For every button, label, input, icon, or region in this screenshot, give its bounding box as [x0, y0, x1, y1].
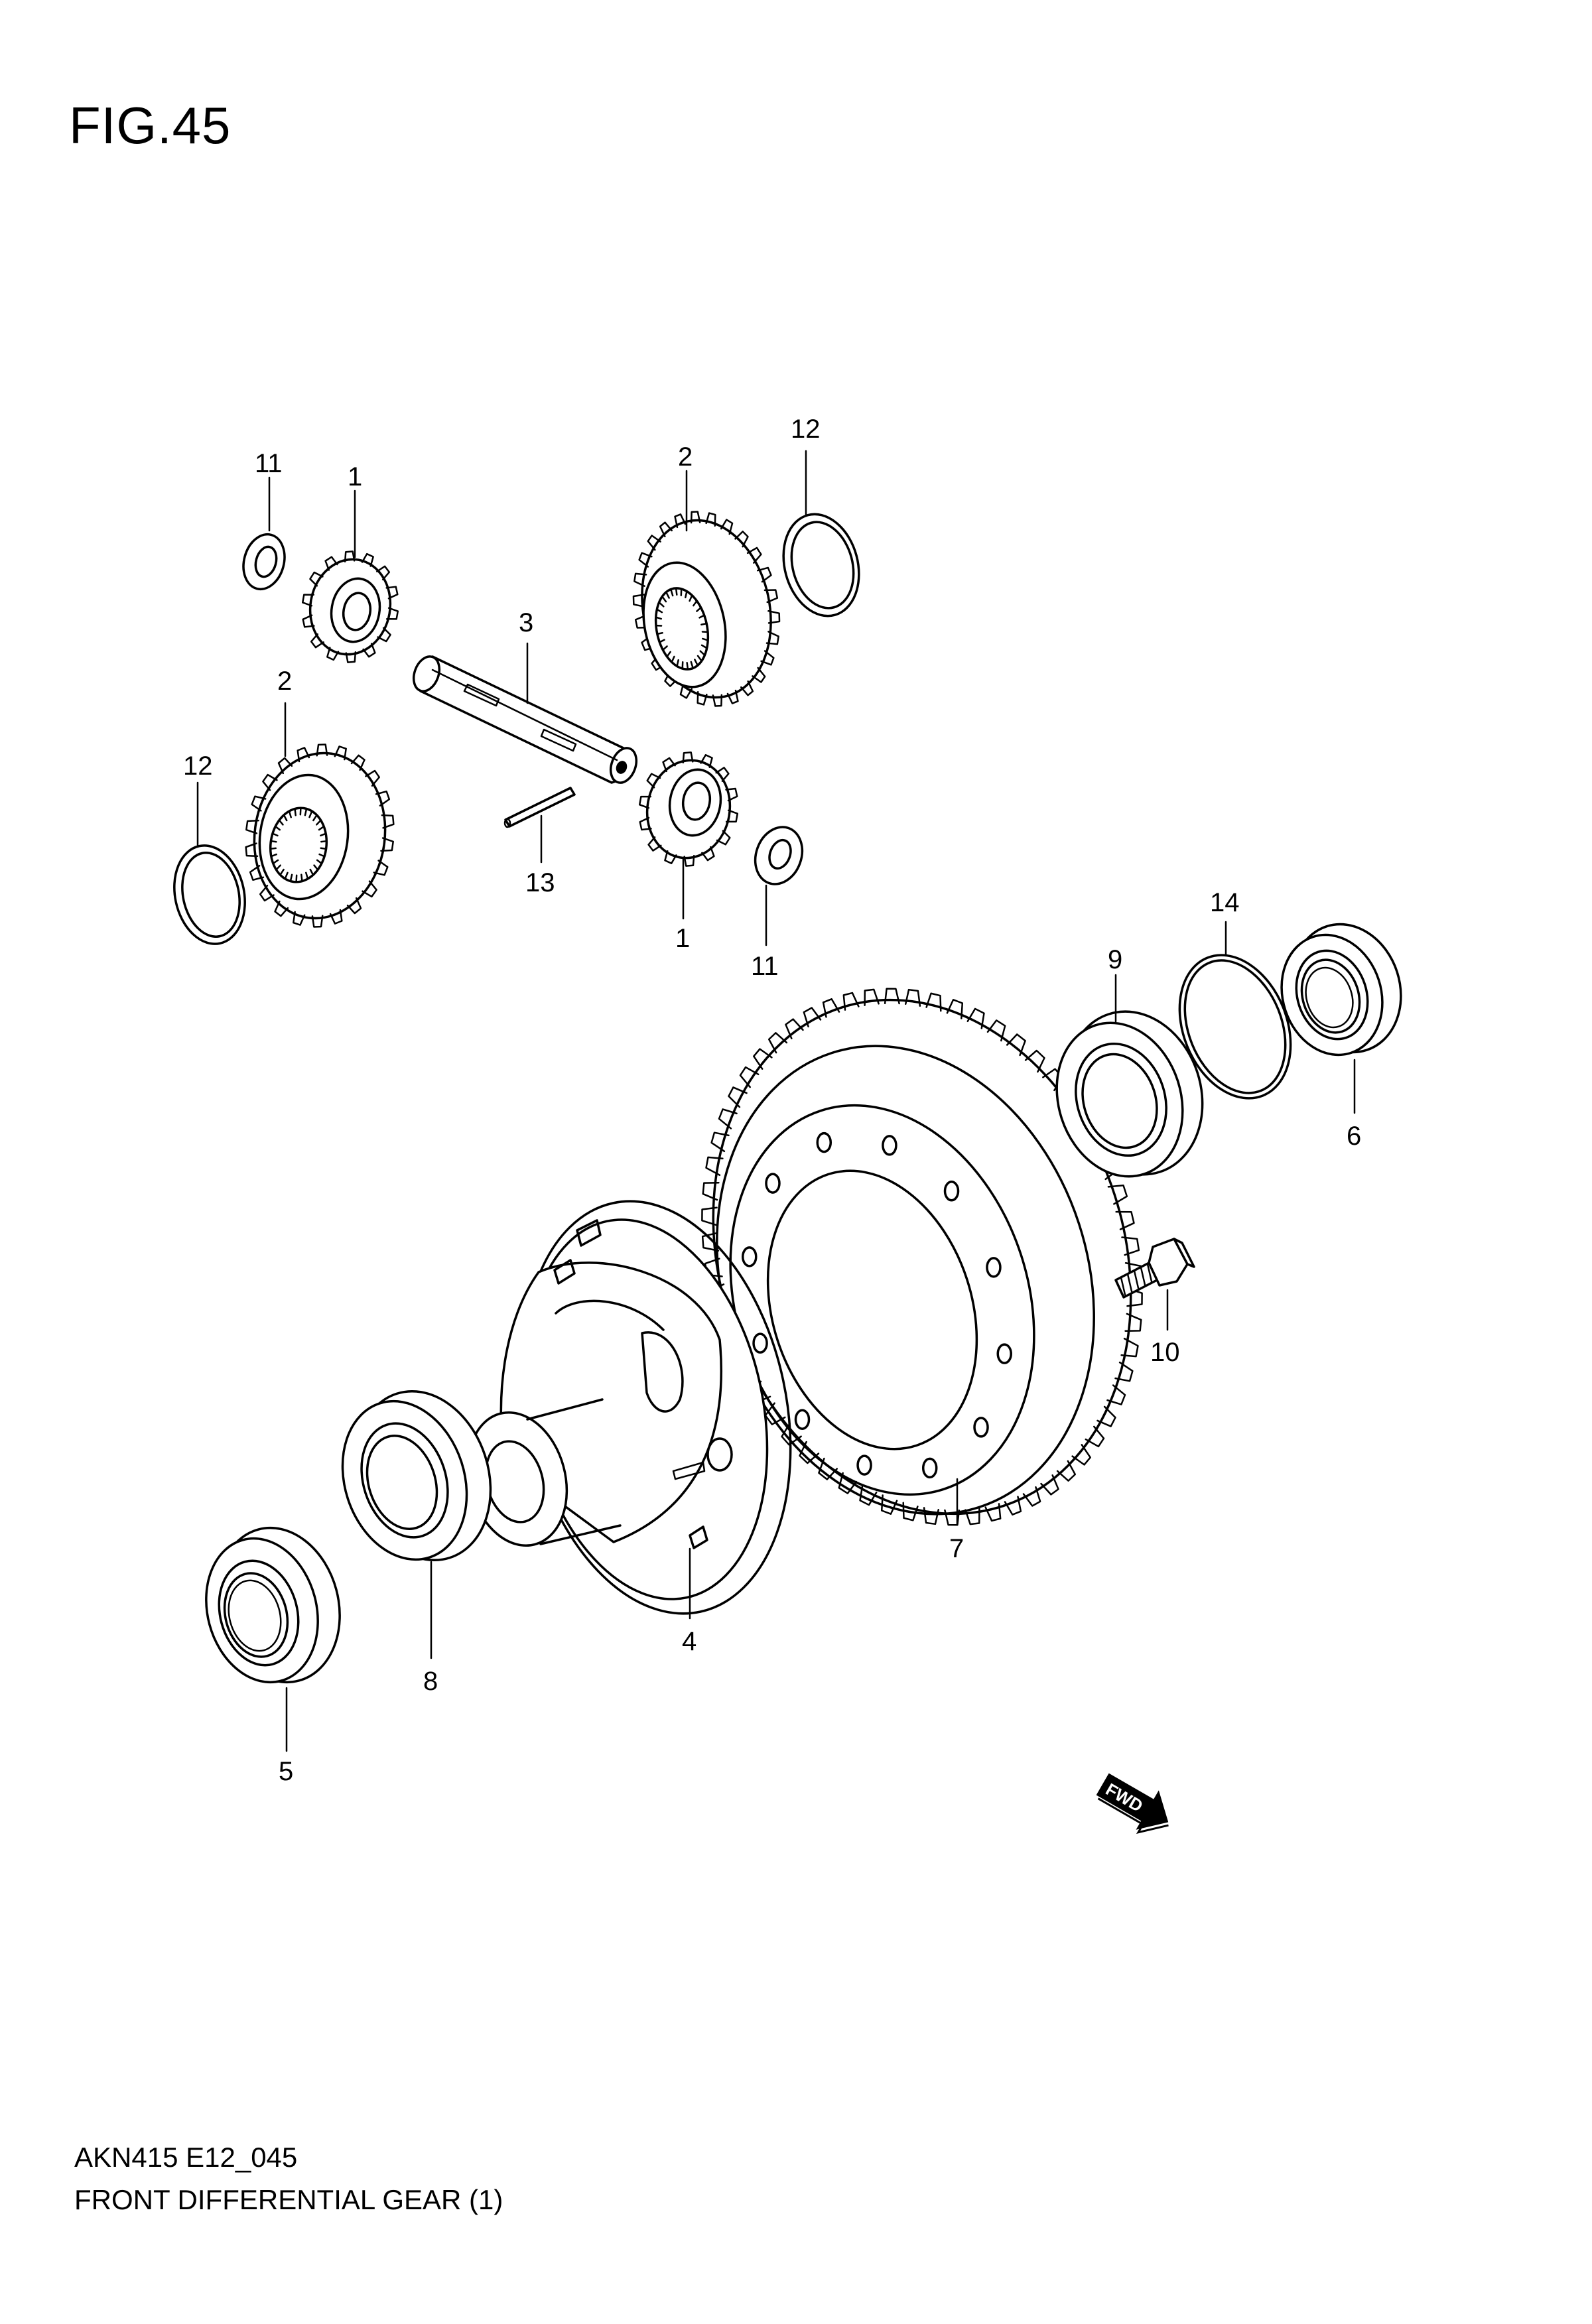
callout-10: 10 — [1150, 1338, 1180, 1367]
pinion-gear-upper[interactable] — [301, 550, 399, 663]
callout-11: 11 — [751, 952, 779, 981]
pinion-gear-lower[interactable] — [638, 751, 739, 867]
bearing-right[interactable] — [1037, 994, 1223, 1193]
pinion-shaft[interactable] — [409, 653, 641, 786]
bearing-left[interactable] — [323, 1374, 512, 1578]
figure-code: AKN415 E12_045 — [74, 2142, 298, 2173]
callout-4: 4 — [682, 1627, 696, 1656]
side-gear-washer-lower[interactable] — [166, 839, 254, 950]
callout-2: 2 — [678, 442, 693, 472]
callout-14: 14 — [1210, 888, 1240, 917]
callout-6: 6 — [1347, 1122, 1361, 1151]
callout-3: 3 — [519, 608, 533, 637]
thrust-washer-lower[interactable] — [748, 820, 810, 891]
side-gear-washer-upper[interactable] — [773, 505, 870, 624]
differential-case[interactable] — [454, 1176, 827, 1638]
callout-1: 1 — [348, 462, 362, 491]
leader-lines — [196, 450, 1356, 1752]
callout-12: 12 — [791, 415, 821, 444]
fwd-arrow-icon: FWD — [1096, 1773, 1169, 1835]
gear-bolt[interactable] — [1114, 1238, 1195, 1299]
callout-12: 12 — [183, 751, 213, 781]
side-gear-lower[interactable] — [244, 743, 396, 928]
shaft-pin[interactable] — [503, 787, 576, 828]
shim-ring[interactable] — [1160, 938, 1311, 1115]
thrust-washer-upper[interactable] — [237, 530, 291, 594]
callout-8: 8 — [423, 1667, 438, 1696]
callout-5: 5 — [279, 1757, 293, 1786]
callout-labels: 11 1 2 12 3 2 12 13 1 11 14 9 6 10 7 4 8… — [183, 415, 1361, 1786]
callout-11: 11 — [255, 449, 283, 478]
callout-9: 9 — [1108, 945, 1122, 974]
callout-1: 1 — [675, 924, 690, 953]
callout-7: 7 — [949, 1534, 964, 1563]
figure-caption: FRONT DIFFERENTIAL GEAR (1) — [74, 2184, 503, 2215]
oil-seal-left[interactable] — [190, 1514, 356, 1697]
callout-13: 13 — [525, 868, 555, 897]
side-gear-upper[interactable] — [626, 508, 787, 710]
callout-2: 2 — [277, 667, 292, 696]
figure-title: FIG.45 — [69, 96, 232, 155]
oil-seal-right[interactable] — [1266, 910, 1417, 1068]
